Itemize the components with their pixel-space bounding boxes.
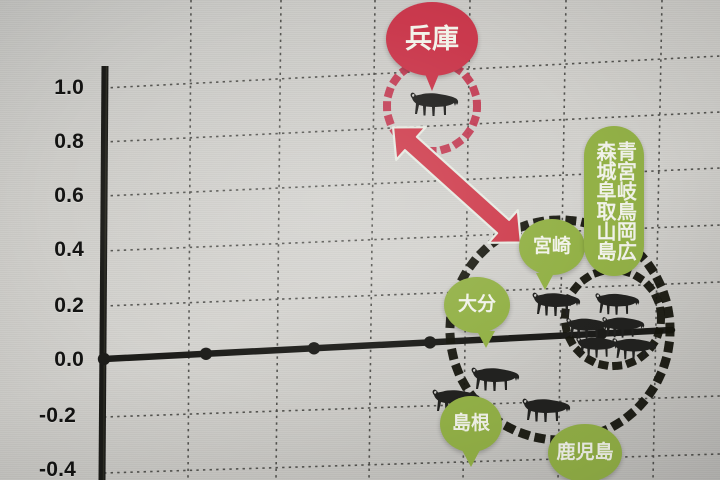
label-text-kagoshima: 鹿児島: [556, 441, 614, 463]
label-pill-column-a: 青宮岐鳥岡広: [613, 141, 636, 261]
gridline-v-5: [557, 0, 567, 480]
label-balloon-hyogo[interactable]: 兵庫: [386, 2, 478, 91]
label-balloon-shimane[interactable]: 島根: [440, 396, 502, 467]
gridline-v-1: [187, 0, 192, 480]
label-text-shimane: 島根: [451, 412, 490, 434]
gridline-v-6: [652, 0, 663, 480]
trend-marker: [423, 336, 437, 349]
y-axis: [98, 65, 109, 480]
trend-marker: [97, 352, 111, 366]
label-balloon-kagoshima[interactable]: 鹿児島: [548, 424, 622, 480]
label-balloon-miyazaki[interactable]: 宮崎: [519, 219, 585, 290]
trend-line: [100, 326, 676, 363]
trend-marker: [594, 327, 608, 340]
label-pill-column-b: 森城阜取山島: [593, 141, 615, 261]
gridline-v-2: [275, 0, 282, 480]
label-text-oita: 大分: [457, 293, 496, 315]
y-tick-label-0.4: 0.4: [54, 238, 84, 261]
y-tick-label-0.0: 0.0: [54, 348, 84, 371]
y-axis-sheen: [102, 65, 108, 480]
y-tick-label-0.8: 0.8: [54, 130, 84, 153]
trend-marker: [199, 347, 213, 360]
label-text-hyogo: 兵庫: [405, 23, 459, 54]
label-balloon-oita[interactable]: 大分: [444, 277, 510, 348]
label-pill-prefecture-group[interactable]: 青宮岐鳥岡広 森城阜取山島: [584, 126, 644, 276]
label-text-miyazaki: 宮崎: [532, 235, 571, 257]
y-tick-label-0.6: 0.6: [54, 184, 84, 207]
trend-marker: [307, 342, 321, 355]
y-tick-label-0.2: 0.2: [54, 294, 84, 317]
y-tick-label-1.0: 1.0: [54, 76, 84, 99]
y-tick-label--0.4: -0.4: [39, 458, 76, 480]
y-tick-label--0.2: -0.2: [39, 404, 76, 427]
gridline-v-3: [368, 0, 376, 480]
double-headed-arrow: [391, 126, 523, 244]
